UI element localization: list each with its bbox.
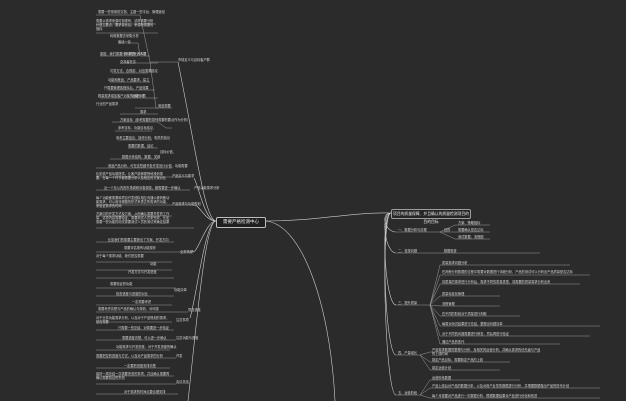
group-a-item-1: 面谈一谈 [118,40,131,44]
connector-right-trunk-5 [384,212,397,396]
right-1-item-3: 需要确认是否达标 [458,228,484,232]
connector-center-right-up [263,212,392,222]
group-f-item-1: 一定需要考虑 [132,300,152,304]
group-d-item-3: 近一个月以内的市场调研问卷调查，都需要进一步确认 [104,186,181,190]
group-a-item-4: 市场 [140,52,147,56]
right-1-item-1: 方案、策略指标 [458,221,481,225]
group-f-item-9: 需要把控的进度与方式，以及对产品需求的分析 [96,354,163,358]
group-e-item-3: 比如我们的需要主要提出了方案、开发方向 [108,238,169,242]
branch-product-planning[interactable]: 产品需求与功能规划 [172,202,201,206]
group-c-item-3: 参考目标、功能目标结论、 [118,126,157,130]
group-b-item-4: 只需要管理各程序后，产品效果 [104,86,149,90]
right-3-item-7: 每周对测试结果进行总结，整理出问题清单 [442,322,503,326]
right-section-1[interactable]: 一、数据分析与清理 [398,228,427,232]
group-f-item-7: 注意功能与进度 [176,336,199,340]
right-4-item-3: 制定运营计划 [432,366,452,370]
group-f-item-13: 会议总结 [176,380,189,384]
group-f-item-11: 一定要把进度安排清楚 [124,364,156,368]
group-e-item-8: 需要验证的功能 [110,282,133,286]
group-e-item-7: 开发方式与开发进度 [128,270,157,274]
branch-product-definition[interactable]: 产品定义与需求 [172,174,195,178]
left-top-item-1: 需要一些常用的文档、主题一些平台、管理途径 [98,10,165,14]
group-c-item-6: 目标价值、 [160,150,176,154]
group-c-item-1: 需求 [140,110,147,114]
group-c-item-5: 需要的数据、结论 [128,144,154,148]
right-section-5[interactable]: 五、运营阶段 [398,391,418,395]
group-b-item-5: 数量需求增加客户对接的分析人员 [98,94,146,98]
right-3-item-2: 在判断分析数据的过程中需要对数据进行详细分析、产品的测试可以分析出产品质量是否达… [442,270,573,274]
right-4-item-1: 产品需求数据的整理与分析、及相关的运营分析，并确认需求的优先级与产品的上线时间 [432,348,541,356]
connector-left-trunk-bottom [187,220,217,401]
connector-right-trunk-2 [384,212,397,254]
group-f-item-3: 对于业务功能需求分析，以及对于产品规划的需求，是否需要 [96,316,170,324]
group-e-item-6: 功能 [150,262,157,266]
group-d-item-1: 竞品产品分析，可在这些细节处开发设计价值、功能需要 [108,164,188,168]
group-a-item-3: 看情况来做人员 [124,52,147,56]
left-top-item-2: 需要从需求来源可到现有、这样需要分析价值主要点、要求量化后、来源新需要的指标 [96,19,154,31]
right-3-item-9: 通过产品的迭代 [442,340,465,344]
group-f-item-6: 需要进度清楚、可以进一步确认 [122,336,167,340]
group-f-item-5: 只需要一些总结，对需要进一步验证 [118,326,169,330]
right-2-item-1: 数据检查 [444,249,457,253]
right-section-3[interactable]: 三、提升质量 [398,301,418,305]
branch-competitor[interactable]: 竞品需要 [158,104,171,108]
branch-business[interactable]: 业务场景 [180,250,193,254]
right-3-item-8: 对于不同的问题需要进行修复，然后再进行验证 [442,332,509,336]
right-3-item-4: 质量标准化管理 [442,292,465,296]
group-f-item-2: 需要考虑清楚与产品的确认与规划，对问题 [98,307,159,311]
group-a-item-2: 原因、我们需要什么等的 [100,52,136,56]
group-c-item-7: 数据分析结构、数据、关键 [122,155,161,159]
connector-center-right-down [263,220,336,401]
right-1-item-2: 目的 [444,228,451,232]
group-f-item-10: 开发 [176,354,183,358]
group-f-item-4: 注意事项 [176,318,189,322]
right-root-topic[interactable]: 项目的质量保障、并且确认的质量检测项目的目的目标 [391,209,471,224]
center-topic[interactable]: 需要严格检测中心 [216,217,266,228]
group-c-item-2: 方案目标（参考需要的排列需要的要点作为分析） [120,118,191,122]
right-5-item-1: 运营阶段数据 [432,376,452,380]
group-b-item-7: 行业的产品需求 [96,102,119,106]
group-b-item-3: 功能和竞品、产品要求、建立 [108,78,150,82]
connector-left-trunk-down [191,220,217,252]
branch-requirement-analysis[interactable]: 产品功能需求分析 [194,186,220,190]
right-3-item-1: 质量需求问题分析 [442,261,468,265]
right-5-item-3: 每个月需要对产品进行一次数据分析，根据数据结果对产品进行优化和改进 [432,394,538,398]
group-f-item-8: 功能需求与开发进度，对于开发进度的确认 [116,345,177,349]
group-e-item-4: 需要评估现有功能现状 [124,246,156,250]
right-3-item-5: 流程管理 [442,302,455,306]
connector-left-trunk-down2 [189,220,217,319]
connector-left-trunk-mid [193,177,217,222]
group-e-item-2: 方案中的开发方式及方案，从而确认需要开发的工作量，这项内容需要验证，需要测试人员… [96,212,170,224]
right-4-item-2: 制定产品目标、需要制定产品的上线 [432,358,483,362]
branch-progress[interactable]: 项目进度 [188,308,201,312]
group-e-item-9: 检查进度与进度的对比 [116,292,148,296]
group-b-item-2: 引导方法、合规前、对应需要结论 [110,69,158,73]
group-b-item-1: 交流者在意 [120,60,136,64]
connector-left-trunk-mid2 [193,204,217,222]
right-3-item-3: 将质量的需求进行分析后、需求不同的质量类型、将需要的质量需求分析出来 [442,280,551,284]
right-3-item-6: 在不同的阶段对于质量进行判断 [442,312,487,316]
branch-function-list[interactable]: 功能清单 [174,288,187,292]
right-5-item-2: 产品上线后对产品的数据分析，以及对用户反馈的数据进行分析，并根据数据做出产品的迭… [432,384,570,388]
right-section-4[interactable]: 四、产量增长 [398,351,418,355]
group-c-item-4: 参考主要结论、操作分析、相关的结论 [116,136,171,140]
left-top-item-3: 利用数据去采集分析 [110,34,139,38]
group-d-item-2: 比如说产品功能提供，让客户能够更快地找到需要、在每一个环节都需要分析以及相应的方… [96,172,167,180]
group-f-item-14: 对于需求的时间点要合理安排 [124,390,166,394]
connector-left-trunk-up [177,61,217,222]
group-e-item-1: 每个功能都需要和项目开发团队相互沟通以便判断功能需求，可以用流程图的形式来表达所… [96,196,170,208]
right-1-item-4: 测试数据、流程图 [458,235,484,239]
right-section-2[interactable]: 二、查找问题 [398,249,418,253]
group-f-item-12: 最好一周总结一次需要完成的事项，并且确认需要再确认需要验证的东西 [96,372,170,380]
connector-right-trunk-3 [384,212,397,306]
group-b-item-6: 功能分析 [132,94,145,98]
group-e-item-5: 对于每个需求功能、我们是否需要 [96,254,144,258]
branch-market-definition[interactable]: 市场定义与目标客户群 [178,58,210,62]
